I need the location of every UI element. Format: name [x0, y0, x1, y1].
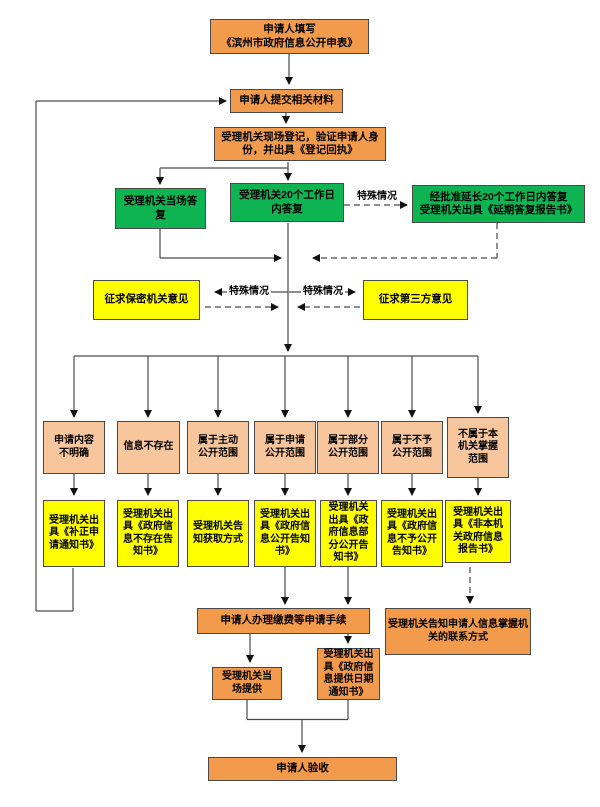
node-cond-not-exist: 信息不存在: [117, 421, 180, 474]
node-date-notice: 受理机关出 具《政府信 息提供日期 通知书》: [317, 648, 380, 700]
node-submit-materials: 申请人提交相关材料: [230, 89, 343, 113]
node-action-correction-notice: 受理机关出 具《补正申 请通知书》: [43, 500, 105, 567]
node-cond-not-held: 不属于本 机关掌握 范围: [447, 417, 509, 478]
node-cond-on-request: 属于申请 公开范围: [254, 421, 316, 474]
node-onsite-provide: 受理机关当 场提供: [212, 667, 282, 700]
edge-label-special-case: 特殊情况: [301, 286, 345, 298]
node-pay-procedure: 申请人办理缴费等申请手续: [197, 608, 370, 634]
node-action-not-held-report: 受理机关出 具《非本机 关政府信息 报告书》: [445, 500, 511, 563]
node-action-how-to-obtain: 受理机关告 知获取方式: [187, 500, 249, 567]
edge-label-special-case: 特殊情况: [227, 286, 271, 298]
node-action-disclosure-notice: 受理机关出 具《政府信 息公开告知 书》: [254, 500, 316, 567]
node-cond-proactive: 属于主动 公开范围: [187, 421, 249, 474]
node-reply-20days: 受理机关20个工作日 内答复: [230, 183, 344, 222]
node-onsite-reply: 受理机关当场答 复: [115, 188, 206, 229]
node-register: 受理机关现场登记，验证申请人身 份，并出具《登记回执》: [214, 127, 386, 161]
node-cond-withheld: 属于不予 公开范围: [381, 421, 443, 474]
node-action-refusal-notice: 受理机关出 具《政府信 息不予公开 告知书》: [381, 500, 443, 567]
node-action-partial-notice: 受理机关 出具《政 府信息部 分公开告 知书》: [320, 500, 377, 567]
node-extended-reply: 经批准延长20个工作日内答复 受理机关出具《延期答复报告书》: [412, 185, 585, 223]
node-acceptance: 申请人验收: [208, 757, 397, 781]
node-fill-form: 申请人填写 《滨州市政府信息公开申表》: [210, 19, 369, 54]
node-cond-partial: 属于部分 公开范围: [317, 421, 379, 474]
node-ask-third-party: 征求第三方意见: [363, 280, 468, 320]
edge-label-special-case: 特殊情况: [357, 191, 397, 202]
node-action-not-exist-notice: 受理机关出 具《政府信 息不存在告 知书》: [117, 500, 179, 567]
node-cond-unclear: 申请内容 不明确: [43, 421, 105, 474]
node-contact-info: 受理机关告知申请人信息掌握机 关的联系方式: [385, 608, 531, 655]
node-ask-secrecy: 征求保密机关意见: [93, 280, 200, 320]
